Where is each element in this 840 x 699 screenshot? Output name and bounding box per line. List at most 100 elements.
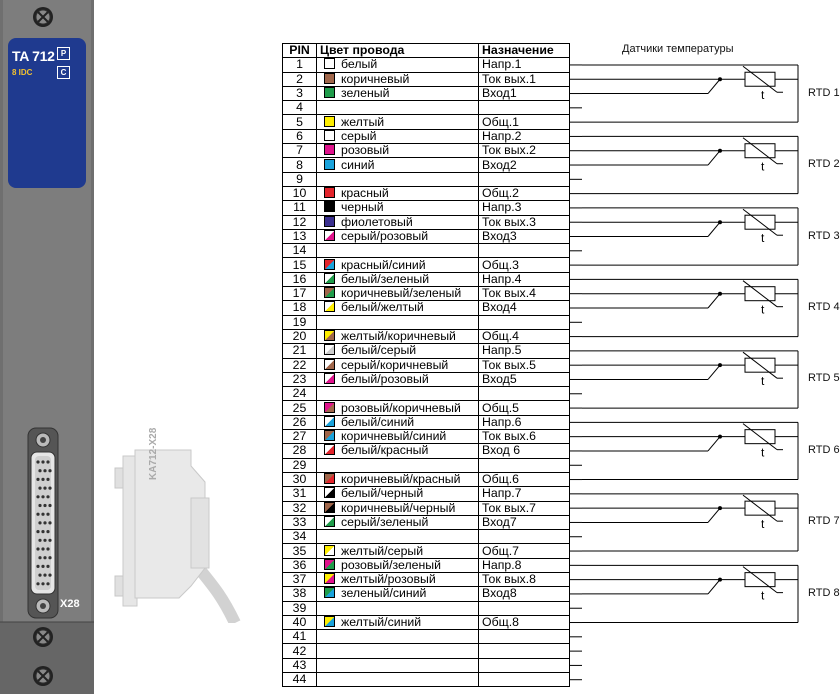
thermistor-icon [744, 572, 776, 588]
wire-color-cell [316, 657, 479, 674]
header-function: Назначение [478, 42, 570, 59]
d-sub-connector [27, 427, 59, 619]
pin-function: Общ.3 [478, 257, 570, 273]
color-swatch [324, 287, 335, 299]
wire-color-cell: серый/розовый [316, 228, 479, 245]
color-swatch [324, 330, 335, 342]
pin-function: Общ.8 [478, 614, 570, 631]
pin-function: Вход2 [478, 157, 570, 173]
thermistor-icon [744, 357, 776, 373]
table-row: 24 [282, 386, 570, 402]
pin-function: Ток вых.2 [478, 143, 570, 159]
wire-color-label: белый [341, 57, 378, 72]
top-screw-icon[interactable] [33, 7, 53, 27]
connector-pin-dot [38, 556, 42, 560]
pin-function: Вход7 [478, 514, 570, 531]
wire-color-cell: белый/синий [316, 414, 479, 431]
module-front-panel: TA 712 8 IDC P C X28 [0, 0, 94, 694]
pin-number: 22 [282, 357, 317, 373]
wire-color-cell [316, 314, 479, 330]
rtd-sensor-3: t [582, 207, 799, 266]
connector-pin-dot [41, 530, 45, 534]
pin-number: 7 [282, 143, 317, 159]
pin-number: 11 [282, 200, 317, 216]
pin-function: Напр.1 [478, 57, 570, 73]
wire-color-cell: коричневый [316, 71, 479, 87]
connector-pin-dot [36, 477, 40, 481]
wire-color-label: желтый/серый [341, 543, 424, 558]
table-row: 4 [282, 100, 570, 116]
pin-function: Ток вых.3 [478, 214, 570, 230]
wire-color-label: коричневый/синий [341, 429, 447, 444]
wire-color-cell: черный [316, 200, 479, 216]
wire-color-cell: коричневый/черный [316, 500, 479, 516]
pin-leads [570, 64, 582, 681]
pin-number: 40 [282, 614, 317, 631]
wire-color-cell: серый/зеленый [316, 514, 479, 531]
pin-number: 26 [282, 414, 317, 431]
rtd-label: RTD 8 [808, 586, 840, 599]
wire-color-cell: белый/красный [316, 443, 479, 459]
wire-color-label: зеленый [341, 86, 390, 101]
color-swatch [324, 144, 335, 156]
color-swatch [324, 216, 335, 227]
wire-color-label: желтый [341, 114, 385, 129]
bottom-screw-icon[interactable] [33, 627, 53, 647]
pin-number: 28 [282, 443, 317, 459]
color-swatch [324, 359, 335, 370]
pin-number: 9 [282, 171, 317, 187]
pin-number: 5 [282, 114, 317, 130]
pin-number: 25 [282, 400, 317, 416]
color-swatch [324, 587, 335, 599]
wire-color-label: розовый/зеленый [341, 558, 441, 572]
connector-pin-dot [43, 486, 47, 490]
wire-color-label: серый/розовый [341, 229, 429, 243]
thermistor-icon [744, 429, 776, 445]
color-swatch [324, 430, 335, 442]
pin-number: 29 [282, 457, 317, 473]
table-row: 42 [282, 643, 570, 659]
wire-color-cell: розовый/коричневый [316, 400, 479, 416]
pin-function [478, 243, 570, 259]
table-row: 34 [282, 529, 570, 545]
color-swatch [324, 373, 335, 384]
pin-number: 4 [282, 100, 317, 116]
pin-function: Ток вых.4 [478, 286, 570, 302]
pin-number: 19 [282, 314, 317, 330]
wire-color-label: белый/красный [341, 443, 429, 458]
table-row: 43 [282, 657, 570, 674]
color-swatch [324, 344, 335, 356]
pin-function: Напр.4 [478, 271, 570, 288]
bottom-screw-2-icon[interactable] [33, 666, 53, 686]
pin-number: 37 [282, 571, 317, 588]
pin-number: 36 [282, 557, 317, 573]
connector-pin-dot [36, 547, 40, 551]
junction-dot [718, 577, 722, 582]
connector-pin-dot [38, 503, 42, 508]
pin-number: 1 [282, 57, 317, 73]
thermistor-icon [744, 286, 776, 302]
wire-color-cell [316, 243, 479, 259]
wire-color-label: черный [341, 200, 384, 215]
connector-pin-dot [36, 564, 40, 569]
thermistor-slash [742, 494, 778, 522]
color-swatch [324, 130, 335, 141]
pin-function: Напр.5 [478, 343, 570, 359]
table-row: 39 [282, 600, 570, 616]
pin-function: Ток вых.5 [478, 357, 570, 373]
pin-function [478, 171, 570, 187]
connector-pin-dot [36, 495, 40, 499]
pin-function: Вход 6 [478, 443, 570, 459]
connector-pin-dot [48, 469, 52, 473]
connector-pin-dot [41, 582, 45, 586]
color-swatch [324, 401, 335, 413]
pin-number: 39 [282, 600, 317, 616]
rtd-label: RTD 6 [808, 443, 840, 456]
pin-number: 27 [282, 429, 317, 445]
